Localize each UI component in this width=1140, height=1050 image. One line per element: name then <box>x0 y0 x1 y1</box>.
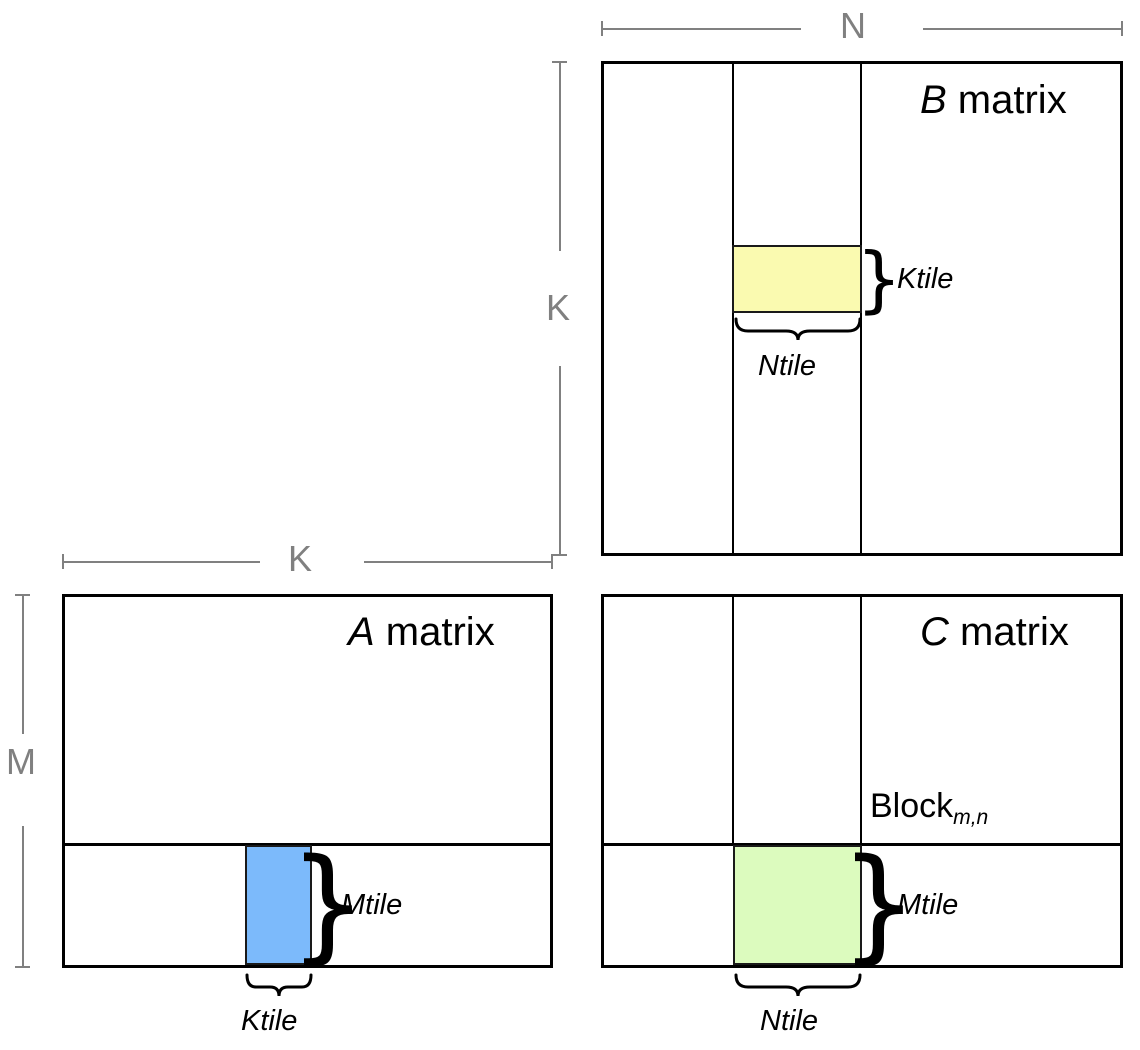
dimension-bar-m-segment-top <box>22 594 24 734</box>
b-matrix-ktile-tile <box>732 245 862 313</box>
dimension-bar-k-horizontal-cap-right <box>551 554 553 569</box>
brace-horizontal-svg <box>734 317 862 341</box>
brace-glyph: } <box>839 833 919 977</box>
c-matrix <box>601 594 1123 968</box>
c-matrix-row-divider <box>601 843 1123 846</box>
a-matrix-label: A matrix <box>348 612 495 652</box>
c-matrix-ntile-brace <box>734 972 862 998</box>
dimension-bar-m-cap-top <box>15 594 30 596</box>
brace-glyph: } <box>856 237 902 321</box>
dimension-label-k-vertical: K <box>546 287 571 328</box>
c-matrix-divider-left <box>732 597 734 843</box>
c-matrix-label-word: matrix <box>948 610 1069 654</box>
c-matrix-mtile-brace: } <box>840 843 919 967</box>
dimension-bar-m <box>15 594 30 968</box>
c-matrix-block-label: Blockm,n <box>870 787 988 828</box>
dimension-bar-m-cap-bottom <box>15 966 30 968</box>
a-matrix-label-word: matrix <box>374 610 495 654</box>
dimension-bar-k-vertical-segment-top <box>559 61 561 251</box>
dimension-bar-n-cap-right <box>1121 21 1123 36</box>
c-matrix-divider-right <box>860 597 862 843</box>
dimension-label-n: N <box>840 5 866 46</box>
dimension-bar-n-segment-left <box>601 28 801 30</box>
dimension-bar-k-horizontal-segment-right <box>364 561 553 563</box>
dimension-bar-m-segment-bottom <box>22 826 24 968</box>
b-matrix-label-word: matrix <box>946 78 1067 122</box>
c-matrix-block-name: Block <box>870 787 954 825</box>
brace-horizontal-svg <box>245 973 313 997</box>
c-matrix-output-tile <box>733 845 862 965</box>
dimension-bar-k-horizontal-cap-left <box>62 554 64 569</box>
a-matrix-label-symbol: A <box>348 610 375 654</box>
a-matrix-ktile-tile <box>245 845 312 965</box>
dimension-bar-k-vertical <box>552 61 567 556</box>
c-matrix-label-symbol: C <box>920 610 949 654</box>
dimension-bar-k-horizontal <box>62 554 553 569</box>
b-matrix-ntile-brace <box>734 316 862 342</box>
brace-horizontal-svg <box>734 973 862 997</box>
dimension-bar-k-vertical-cap-bottom <box>552 554 567 556</box>
a-matrix-row-divider <box>62 843 553 846</box>
b-matrix-label-symbol: B <box>920 78 947 122</box>
a-matrix-ktile-label: Ktile <box>241 1005 298 1037</box>
b-matrix <box>601 61 1123 556</box>
dimension-bar-k-vertical-segment-bottom <box>559 366 561 556</box>
c-matrix-block-subscript: m,n <box>953 805 989 829</box>
a-matrix-mtile-label: Mtile <box>341 889 403 921</box>
c-matrix-ntile-label: Ntile <box>760 1005 819 1037</box>
dimension-bar-k-horizontal-segment-left <box>62 561 260 563</box>
dimension-label-m: M <box>6 741 36 782</box>
b-matrix-label: B matrix <box>920 80 1067 120</box>
dimension-label-k-horizontal: K <box>288 538 313 579</box>
c-matrix-label: C matrix <box>920 612 1069 652</box>
dimension-bar-n-segment-right <box>923 28 1123 30</box>
c-matrix-mtile-label: Mtile <box>897 889 959 921</box>
b-matrix-ntile-label: Ntile <box>758 350 817 382</box>
a-matrix-ktile-brace <box>245 972 313 998</box>
a-matrix-mtile-brace: } <box>289 843 368 967</box>
b-matrix-ktile-label: Ktile <box>897 263 954 295</box>
dimension-bar-n-cap-left <box>601 21 603 36</box>
b-matrix-ktile-brace: } <box>856 243 902 315</box>
dimension-bar-k-vertical-cap-top <box>552 61 567 63</box>
brace-glyph: } <box>288 833 368 977</box>
dimension-bar-n <box>601 21 1123 36</box>
